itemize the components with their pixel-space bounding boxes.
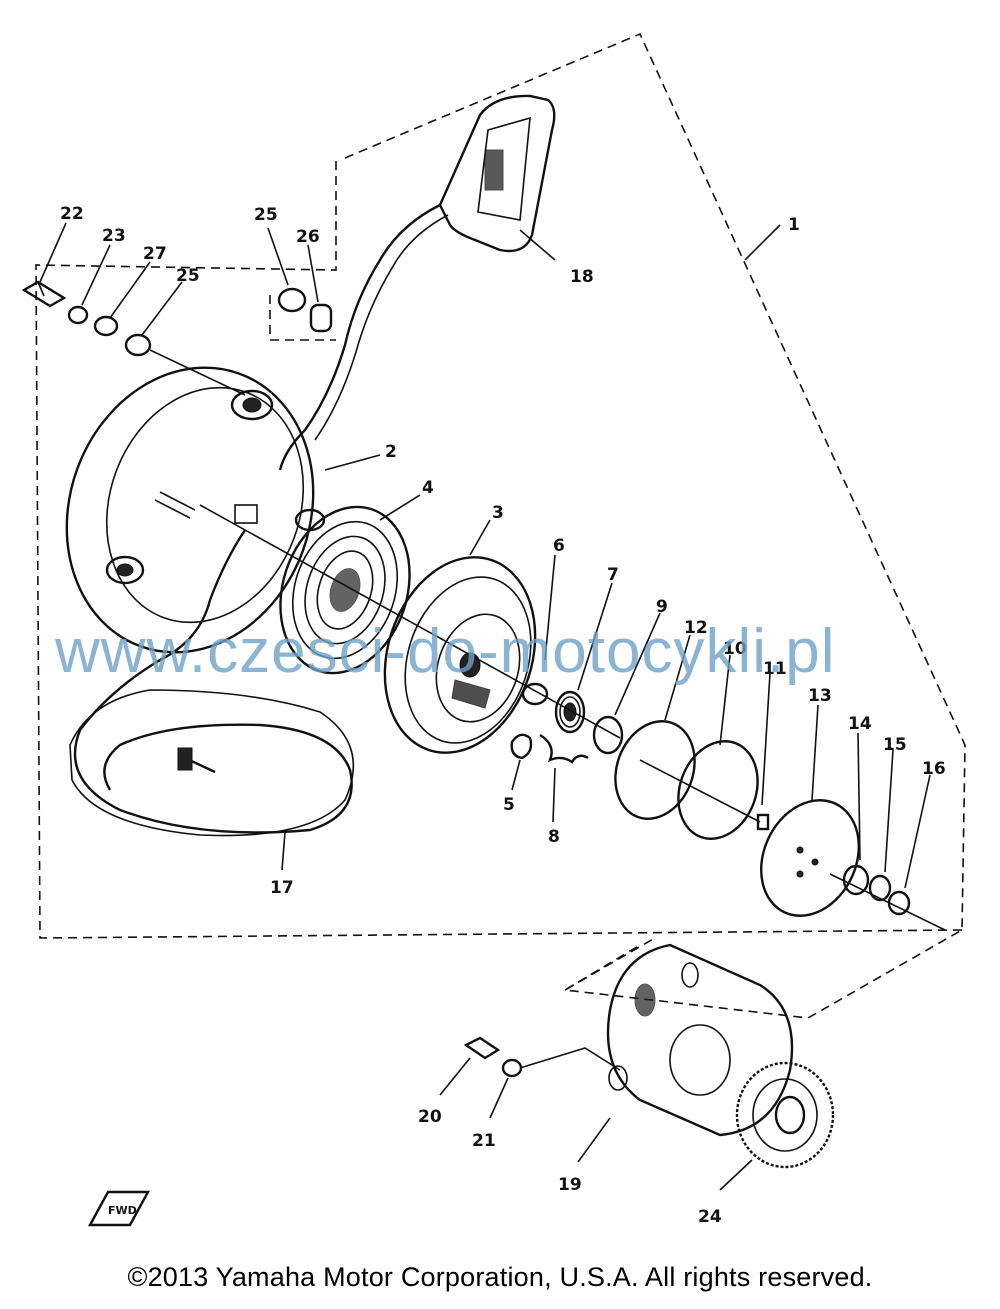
assembly-boundary: [35, 32, 966, 1019]
recoil-spring: [279, 505, 411, 675]
fwd-label: FWD: [108, 1204, 137, 1217]
washer-14: [842, 864, 870, 896]
plate-10: [677, 740, 759, 840]
label-9: 9: [656, 597, 668, 617]
copyright-notice: ©2013 Yamaha Motor Corporation, U.S.A. A…: [127, 1262, 873, 1292]
center-axis: [199, 504, 946, 931]
watermark-text: www.czesci-do-motocykli.pl: [54, 617, 836, 686]
label-5: 5: [503, 795, 515, 815]
label-21: 21: [472, 1131, 496, 1151]
starter-rope: [69, 529, 355, 837]
label-16: 16: [922, 759, 946, 779]
label-1: 1: [788, 215, 800, 235]
drive-pulley-19: [606, 943, 794, 1137]
clip-9: [592, 715, 624, 755]
leader-lines: [39, 222, 931, 1191]
label-8: 8: [548, 827, 560, 847]
label-14: 14: [848, 714, 872, 734]
label-6: 6: [553, 536, 565, 556]
pulley-bolt-axis: [519, 1047, 621, 1071]
drive-pawl: [510, 733, 533, 760]
washer-15: [868, 874, 892, 902]
spring-8: [539, 733, 589, 764]
label-27: 27: [143, 244, 167, 264]
label-7: 7: [607, 565, 619, 585]
label-26: 26: [296, 227, 320, 247]
label-3: 3: [492, 503, 504, 523]
label-2: 2: [385, 442, 397, 462]
label-22: 22: [60, 204, 84, 224]
label-12: 12: [684, 618, 708, 638]
washer-23: [67, 305, 89, 325]
bolt-20: [463, 1036, 501, 1060]
washer-21: [501, 1058, 523, 1078]
spring-7: [554, 690, 586, 734]
cover-plate-13: [760, 799, 860, 917]
label-18: 18: [570, 267, 594, 287]
bolt-axis: [149, 349, 246, 396]
bolt-group-boundary: [269, 295, 336, 341]
label-20: 20: [418, 1107, 442, 1127]
label-17: 17: [270, 878, 294, 898]
plate-12: [614, 720, 696, 820]
label-4: 4: [422, 478, 434, 498]
label-19: 19: [558, 1175, 582, 1195]
label-23: 23: [102, 226, 126, 246]
label-24: 24: [698, 1207, 722, 1227]
rope-pulley: [383, 556, 537, 754]
fwd-arrow-icon: FWD: [87, 1190, 151, 1227]
starter-case: [65, 366, 326, 654]
bolt-22: [21, 280, 67, 308]
collar-25: [124, 333, 152, 357]
washer-6: [521, 682, 549, 706]
starter-handle: [278, 94, 556, 471]
label-10: 10: [723, 639, 747, 659]
bolt-11: [756, 813, 770, 831]
label-11: 11: [763, 659, 787, 679]
collar-25b: [277, 287, 307, 313]
ring-gear-24: [735, 1061, 835, 1169]
washer-27: [93, 315, 119, 337]
label-25b: 25: [254, 205, 278, 225]
pin-26: [309, 303, 333, 333]
label-25: 25: [176, 266, 200, 286]
label-15: 15: [883, 735, 907, 755]
label-13: 13: [808, 686, 832, 706]
